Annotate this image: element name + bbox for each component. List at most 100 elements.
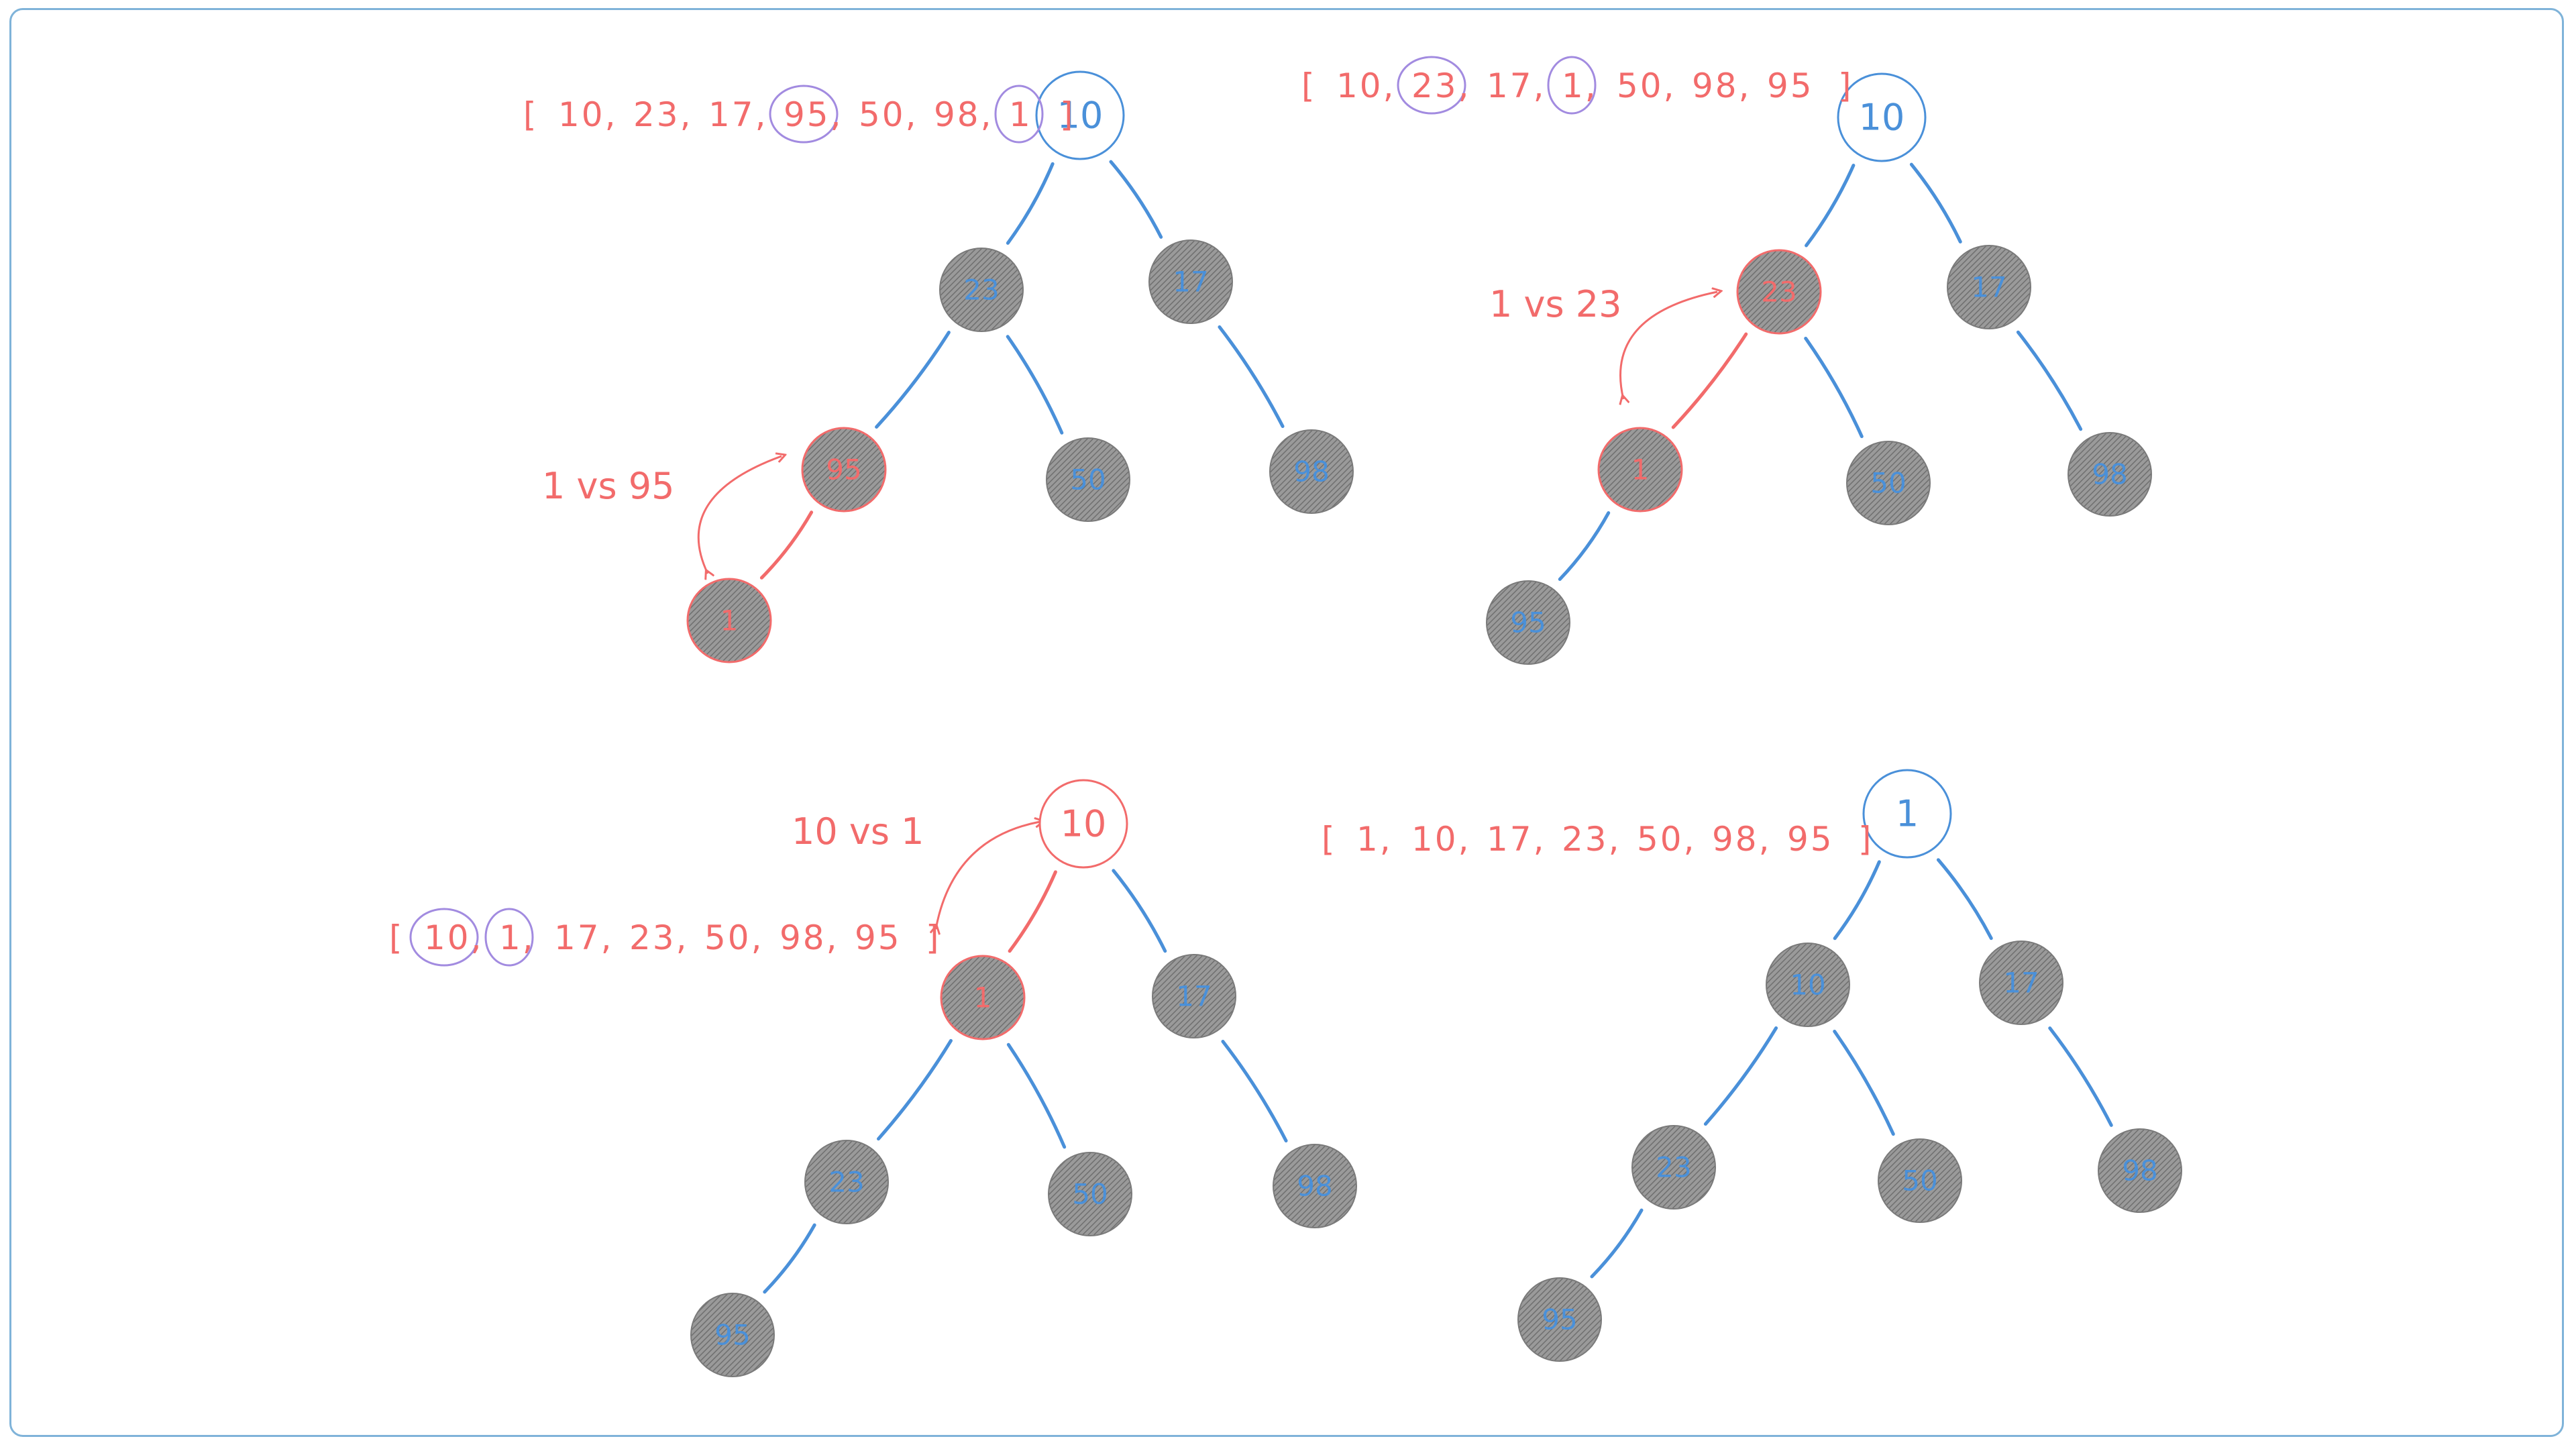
p1-edge-n0-n2 <box>1109 160 1163 239</box>
p3-node-95: 95 <box>690 1293 775 1377</box>
p2-edge-n1-n4 <box>1804 336 1864 439</box>
p3-node-label: 95 <box>714 1319 750 1352</box>
p4-edge-n1-n4 <box>1833 1029 1895 1136</box>
p2-array-item: 17, <box>1487 66 1546 105</box>
p2-array-item: 10, <box>1336 66 1396 105</box>
p2-array-open-bracket: [ <box>1301 66 1317 105</box>
p1-node-label: 10 <box>1057 95 1104 137</box>
p1-node-label: 50 <box>1070 464 1106 496</box>
p2-edge-n0-n2 <box>1909 162 1962 244</box>
p1-node-50: 50 <box>1046 437 1130 522</box>
p2-array-item: 95 <box>1767 66 1814 105</box>
p2-array-item: 50, <box>1617 66 1676 105</box>
p1-array-item: 10, <box>558 95 618 134</box>
p2-edge-n3-n6 <box>1558 511 1611 581</box>
p3-node-label: 1 <box>974 981 992 1014</box>
p2-edge-n0-n1 <box>1805 164 1856 248</box>
p1-node-label: 95 <box>826 453 861 486</box>
p3-node-label: 23 <box>828 1166 864 1199</box>
p4-array-close-bracket: ] <box>1858 820 1874 859</box>
p1-array-item: 1 <box>1009 95 1032 134</box>
p3-array-item: 50, <box>704 918 764 957</box>
edges-layer <box>759 160 2113 1294</box>
p1-compare-annotation: 1 vs 95 <box>542 465 675 507</box>
p2-array-item: 98, <box>1692 66 1752 105</box>
p4-node-10: 10 <box>1766 943 1850 1027</box>
p1-array-highlight-circle <box>994 85 1044 144</box>
p1-node-95: 95 <box>801 427 887 513</box>
p4-node-95: 95 <box>1517 1277 1602 1362</box>
p3-edge-n0-n1 <box>1008 870 1057 953</box>
p1-node-label: 1 <box>720 604 739 637</box>
p3-edge-n2-n5 <box>1221 1040 1288 1142</box>
p4-edge-n3-n6 <box>1590 1208 1644 1279</box>
p4-array-item: 95 <box>1787 820 1834 859</box>
p1-edge-n3-n6 <box>759 511 814 580</box>
p3-array-item: 95 <box>855 918 902 957</box>
p3-array-highlight-circle <box>484 908 534 967</box>
p3-array-item: 17, <box>554 918 614 957</box>
p2-node-98: 98 <box>2068 432 2152 517</box>
p3-compare-annotation: 10 vs 1 <box>792 810 924 853</box>
p4-node-1: 1 <box>1862 769 1952 859</box>
p4-node-label: 17 <box>2003 967 2039 1000</box>
p2-array-text: [10,23,17,1,50,98,95] <box>1301 56 1851 115</box>
p2-edge-n1-n3 <box>1671 332 1748 429</box>
p2-node-label: 98 <box>2092 458 2127 491</box>
p1-edge-n1-n3 <box>875 331 951 429</box>
p3-node-1: 1 <box>940 955 1026 1040</box>
p1-array-item: 95, <box>784 95 843 134</box>
p4-node-98: 98 <box>2098 1128 2182 1213</box>
p2-node-label: 1 <box>1631 453 1650 486</box>
p4-node-17: 17 <box>1979 941 2063 1025</box>
p4-array-item: 98, <box>1712 820 1772 859</box>
p2-node-label: 23 <box>1761 276 1796 309</box>
nodes-layer: 10 23 17 95 50 98 1 10 23 17 1 50 98 95 10 1 17 23 50 98 95 1… <box>686 70 2182 1377</box>
p3-node-23: 23 <box>804 1140 889 1224</box>
p1-node-label: 23 <box>963 274 999 307</box>
p4-node-50: 50 <box>1878 1138 1962 1223</box>
p4-node-label: 98 <box>2122 1155 2157 1187</box>
p1-array-open-bracket: [ <box>523 95 539 134</box>
p3-node-label: 17 <box>1176 980 1212 1013</box>
p1-array-close-bracket: ] <box>1060 95 1075 134</box>
p3-array-item: 10, <box>424 918 484 957</box>
p2-compare-annotation: 1 vs 23 <box>1489 283 1622 325</box>
p2-node-label: 50 <box>1870 467 1906 500</box>
p2-node-label: 10 <box>1859 97 1905 139</box>
p4-node-label: 50 <box>1902 1165 1937 1197</box>
p3-array-text: [10,1,17,23,50,98,95] <box>389 908 939 967</box>
p4-array-open-bracket: [ <box>1322 820 1337 859</box>
p1-edge-n0-n1 <box>1006 162 1055 245</box>
p4-edge-n1-n3 <box>1703 1026 1778 1126</box>
p2-node-label: 95 <box>1510 606 1546 639</box>
p4-edge-n2-n5 <box>2048 1026 2113 1127</box>
p4-edge-n0-n1 <box>1833 860 1881 941</box>
p1-array-item: 17, <box>708 95 768 134</box>
p1-node-17: 17 <box>1148 239 1233 324</box>
p3-node-10: 10 <box>1038 779 1128 869</box>
p1-array-item: 98, <box>934 95 994 134</box>
p3-edge-n3-n6 <box>763 1223 816 1294</box>
p4-node-23: 23 <box>1631 1125 1716 1210</box>
p3-array-item: 23, <box>629 918 689 957</box>
p1-array-text: [10,23,17,95,50,98,1] <box>523 85 1075 144</box>
p3-node-17: 17 <box>1152 954 1236 1038</box>
p4-array-item: 17, <box>1487 820 1546 859</box>
p3-edge-n0-n2 <box>1112 869 1167 953</box>
p4-array-item: 23, <box>1562 820 1621 859</box>
p3-array-highlight-circle <box>409 908 479 967</box>
p3-array-open-bracket: [ <box>389 918 405 957</box>
p2-array-item: 1, <box>1562 66 1598 105</box>
p1-array-item: 50, <box>859 95 918 134</box>
p2-node-23: 23 <box>1736 249 1822 335</box>
p1-node-98: 98 <box>1269 429 1354 514</box>
p4-node-label: 1 <box>1896 793 1919 835</box>
p3-array-item: 1, <box>499 918 535 957</box>
p4-array-item: 50, <box>1637 820 1697 859</box>
p3-node-98: 98 <box>1273 1144 1357 1228</box>
p1-node-10: 10 <box>1035 70 1125 160</box>
p4-array-item: 1, <box>1356 820 1393 859</box>
p4-node-label: 10 <box>1790 969 1825 1002</box>
p3-node-label: 50 <box>1072 1178 1108 1211</box>
